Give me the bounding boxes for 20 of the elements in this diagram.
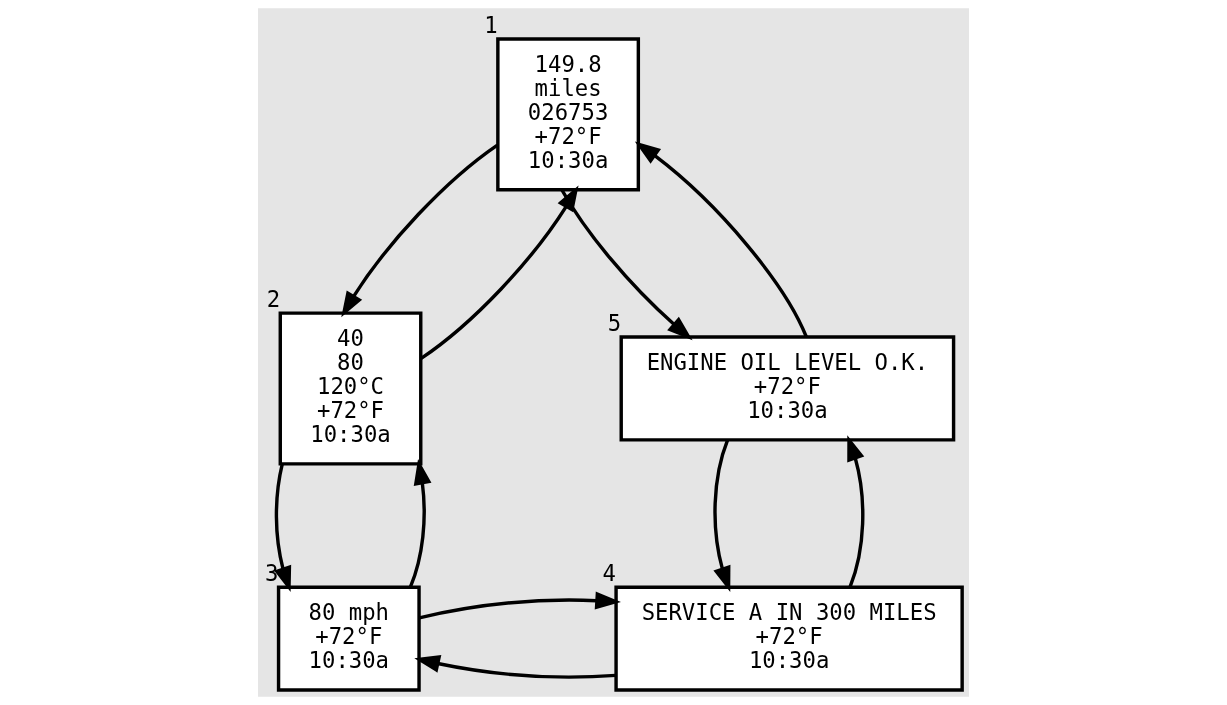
node-label: 4: [602, 560, 616, 587]
node-label: 1: [484, 11, 498, 38]
node-box: 40 80 120°C +72°F 10:30a: [278, 311, 423, 466]
node-label: 5: [607, 309, 622, 336]
arrow: [419, 185, 579, 361]
arrow: [634, 141, 808, 338]
arrow: [713, 439, 731, 592]
node-box: 80 mph +72°F 10:30a: [276, 585, 421, 692]
node-box: SERVICE A IN 300 MILES +72°F 10:30a: [614, 585, 964, 692]
arrow: [274, 463, 292, 593]
arrow: [408, 459, 432, 588]
arrow: [414, 655, 616, 679]
node-label: 2: [266, 285, 281, 312]
arrow: [847, 435, 865, 588]
node-box: 149.8 miles 026753 +72°F 10:30a: [496, 37, 641, 192]
node-box: ENGINE OIL LEVEL O.K. +72°F 10:30a: [619, 335, 956, 442]
arrow: [560, 189, 693, 341]
node-label: 3: [265, 560, 279, 587]
arrow: [418, 591, 621, 620]
arrow: [341, 143, 499, 318]
